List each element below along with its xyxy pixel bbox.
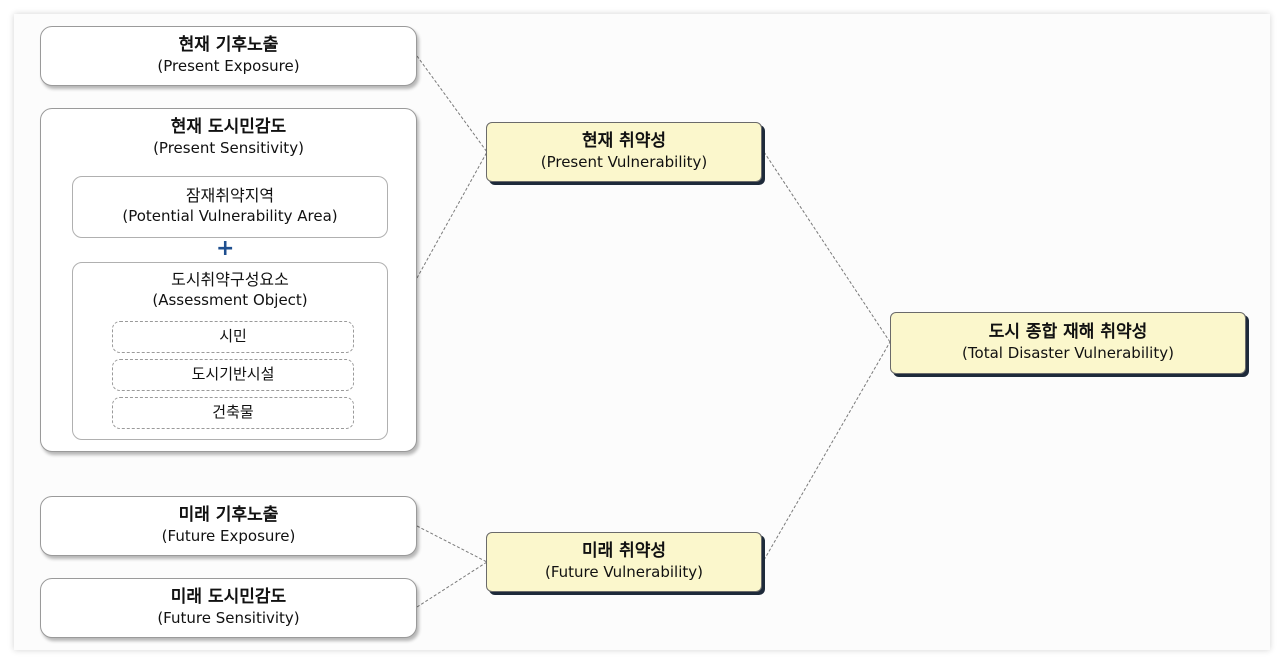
connector-present-exposure xyxy=(416,55,488,153)
total-vulnerability-box: 도시 종합 재해 취약성 (Total Disaster Vulnerabili… xyxy=(890,312,1246,374)
future-sensitivity-subtitle: (Future Sensitivity) xyxy=(157,609,300,627)
plus-icon: + xyxy=(216,236,235,261)
future-exposure-box: 미래 기후노출 (Future Exposure) xyxy=(40,496,417,556)
present-sensitivity-subtitle: (Present Sensitivity) xyxy=(153,139,304,157)
connector-present-to-total xyxy=(763,151,891,343)
future-exposure-title: 미래 기후노출 xyxy=(178,505,279,525)
potential-area-subtitle: (Potential Vulnerability Area) xyxy=(122,207,338,225)
assessment-item-building: 건축물 xyxy=(112,397,354,429)
assessment-item-infrastructure: 도시기반시설 xyxy=(112,359,354,391)
future-sensitivity-title: 미래 도시민감도 xyxy=(170,587,287,607)
potential-area-title: 잠재취약지역 xyxy=(185,186,275,205)
future-exposure-subtitle: (Future Exposure) xyxy=(161,527,296,545)
connector-future-exposure xyxy=(416,525,488,563)
future-vulnerability-title: 미래 취약성 xyxy=(581,541,667,561)
present-exposure-box: 현재 기후노출 (Present Exposure) xyxy=(40,26,417,86)
present-vulnerability-subtitle: (Present Vulnerability) xyxy=(540,153,708,171)
present-exposure-subtitle: (Present Exposure) xyxy=(157,57,300,75)
present-vulnerability-title: 현재 취약성 xyxy=(581,131,667,151)
present-exposure-title: 현재 기후노출 xyxy=(178,35,279,55)
connector-present-sensitivity xyxy=(416,151,488,279)
present-sensitivity-title: 현재 도시민감도 xyxy=(170,117,287,137)
connector-future-to-total xyxy=(763,341,891,561)
future-sensitivity-box: 미래 도시민감도 (Future Sensitivity) xyxy=(40,578,417,638)
assessment-object-subtitle: (Assessment Object) xyxy=(152,291,308,309)
assessment-item-citizen: 시민 xyxy=(112,321,354,353)
connector-future-sensitivity xyxy=(416,561,488,608)
future-vulnerability-subtitle: (Future Vulnerability) xyxy=(544,563,704,581)
assessment-object-title: 도시취약구성요소 xyxy=(171,270,289,289)
total-vulnerability-title: 도시 종합 재해 취약성 xyxy=(988,322,1148,342)
future-vulnerability-box: 미래 취약성 (Future Vulnerability) xyxy=(486,532,762,592)
present-vulnerability-box: 현재 취약성 (Present Vulnerability) xyxy=(486,122,762,182)
potential-area-box: 잠재취약지역 (Potential Vulnerability Area) xyxy=(72,176,388,238)
total-vulnerability-subtitle: (Total Disaster Vulnerability) xyxy=(962,344,1174,362)
